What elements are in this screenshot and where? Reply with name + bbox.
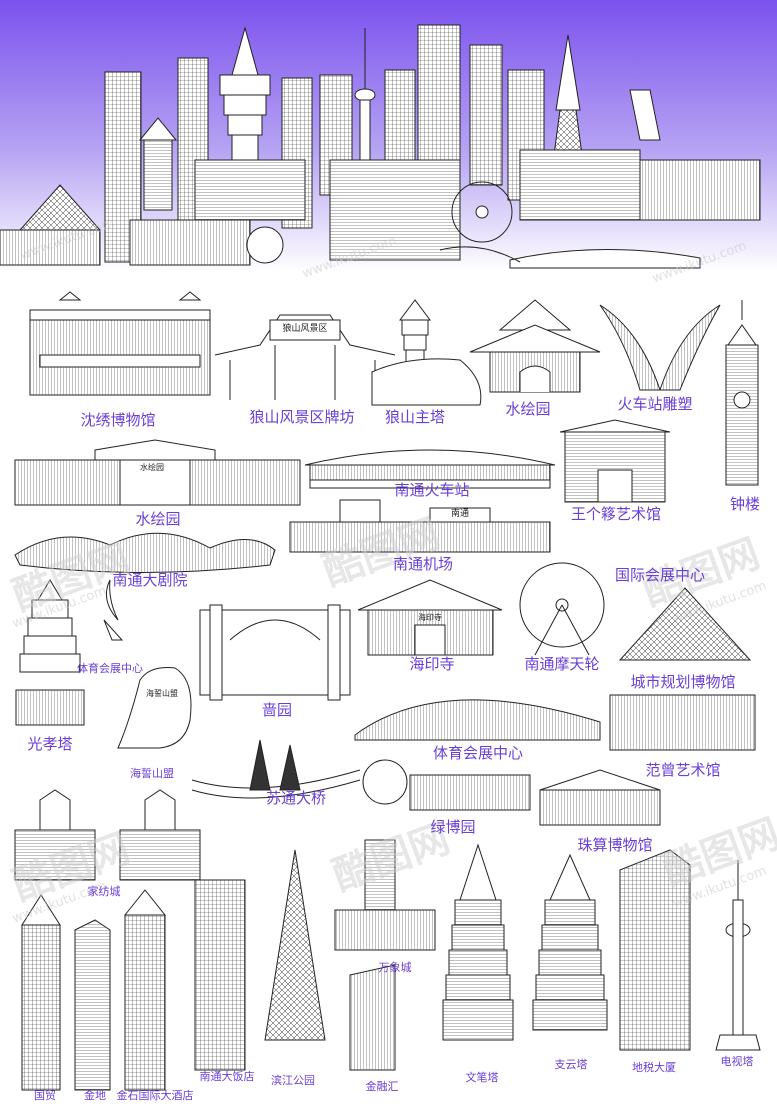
airport-sign-text: 南通: [450, 509, 470, 519]
label-qiangyuan: 啬园: [261, 701, 293, 719]
wanggezhu-drawing: [559, 419, 671, 503]
rock-carving-text: 海誓山盟: [146, 689, 178, 698]
label-clock-tower: 钟楼: [729, 495, 761, 513]
label-zhiyun-tower: 支云塔: [554, 1058, 588, 1071]
label-shuihui-garden: 水绘园: [135, 510, 181, 528]
skyline-tower-7: [469, 44, 503, 186]
label-guangxiao-tower: 光孝塔: [27, 735, 73, 753]
label-intl-convention-center: 国际会展中心: [614, 566, 706, 584]
fanzeng-drawing: [609, 694, 756, 751]
urban-planning-drawing: [618, 587, 752, 661]
label-nantong-hotel: 南通大饭店: [199, 1070, 255, 1083]
binjiang-drawing: [264, 849, 326, 1041]
label-wenbi-tower: 文笔塔: [465, 1071, 499, 1084]
label-sports-convention-center: 体育会展中心: [432, 744, 524, 762]
tv-tower-drawing: [715, 860, 761, 1051]
clock-tower-drawing: [725, 300, 759, 486]
label-sports-center-small: 体育会展中心: [77, 662, 143, 675]
jindi-drawing: [74, 919, 111, 1091]
shenxiu-museum-drawing: [29, 291, 211, 396]
top-skyline: [0, 0, 777, 272]
shuihui-pavilion-drawing: [469, 299, 601, 393]
label-station-sculpture: 火车站雕塑: [617, 395, 693, 413]
label-langshan-gate: 狼山风景区牌坊: [249, 408, 355, 426]
jiafang-drawing: [14, 789, 201, 881]
dishui-drawing: [619, 849, 691, 1051]
label-sutong-bridge: 苏通大桥: [265, 789, 327, 807]
railway-station-drawing: [304, 449, 556, 489]
wanxiang-drawing: [334, 909, 436, 951]
jinshi-drawing: [124, 914, 166, 1091]
label-lvbo-garden: 绿博园: [430, 818, 476, 836]
row-5-landmarks: [21, 839, 761, 1091]
guangxiao-tower-drawing: [15, 579, 85, 726]
label-shenxiu-museum: 沈绣博物馆: [80, 411, 156, 429]
ferris-wheel-drawing: [519, 562, 605, 656]
wenbi-tower-drawing: [442, 843, 514, 1041]
label-langshan-tower: 狼山主塔: [384, 408, 446, 426]
jinronghui-drawing: [349, 964, 396, 1071]
label-wanxiang-city: 万象城: [378, 961, 412, 974]
label-railway-station: 南通火车站: [394, 481, 470, 499]
label-guomao: 国贸: [34, 1089, 56, 1102]
label-jinshi-hotel: 金石国际大酒店: [116, 1089, 194, 1102]
sports-sculpture-drawing: [103, 579, 124, 641]
label-tv-tower: 电视塔: [720, 1055, 754, 1068]
guomao-drawing: [21, 924, 61, 1091]
haiyin-temple-drawing: [357, 579, 503, 656]
row-2-landmarks: [14, 419, 671, 573]
station-sculpture-drawing: [599, 304, 721, 391]
row-4-landmarks: [14, 739, 661, 881]
label-haishi-shanmeng: 海誓山盟: [130, 767, 174, 780]
label-shuihui-garden-top: 水绘园: [505, 400, 551, 418]
label-abacus-museum: 珠算博物馆: [577, 836, 653, 854]
label-haiyin-temple: 海印寺: [409, 655, 455, 673]
label-fanzeng-museum: 范曾艺术馆: [645, 761, 721, 779]
zhiyun-tower-drawing: [532, 853, 608, 1031]
nantong-hotel-drawing: [194, 879, 246, 1071]
langshan-gate-drawing: [214, 314, 396, 400]
haishi-rock-drawing: [117, 667, 192, 749]
haiyin-plaque-text: 海印寺: [418, 613, 442, 622]
label-urban-planning-museum: 城市规划博物馆: [630, 673, 736, 691]
shuihui-long-drawing: [14, 439, 301, 506]
label-grand-theatre: 南通大剧院: [112, 571, 188, 589]
label-jinronghui: 金融汇: [365, 1080, 399, 1093]
theatre-drawing: [14, 532, 276, 573]
sutong-bridge-drawing: [191, 739, 361, 799]
abacus-museum-drawing: [539, 769, 661, 826]
langshan-plaque-text: 狼山风景区: [282, 324, 328, 334]
langshan-tower-drawing: [371, 299, 482, 406]
shuihui-plaque-text: 水绘园: [140, 463, 164, 472]
lvbo-drawing: [362, 759, 531, 811]
label-dishui-building: 地税大厦: [632, 1061, 676, 1074]
label-jiafang-city: 家纺城: [87, 885, 121, 898]
label-jindi: 金地: [84, 1089, 106, 1102]
airport-drawing: [289, 499, 551, 553]
row-3-landmarks: [15, 562, 756, 751]
row-1-landmarks: [29, 291, 759, 486]
label-binjiang-park: 滨江公园: [271, 1074, 315, 1087]
label-ferris-wheel: 南通摩天轮: [524, 655, 600, 673]
label-airport: 南通机场: [392, 555, 454, 573]
qiangyuan-gate-drawing: [199, 604, 351, 701]
label-wanggezhu-museum: 王个簃艺术馆: [570, 505, 662, 523]
sports-center-drawing: [354, 699, 601, 741]
